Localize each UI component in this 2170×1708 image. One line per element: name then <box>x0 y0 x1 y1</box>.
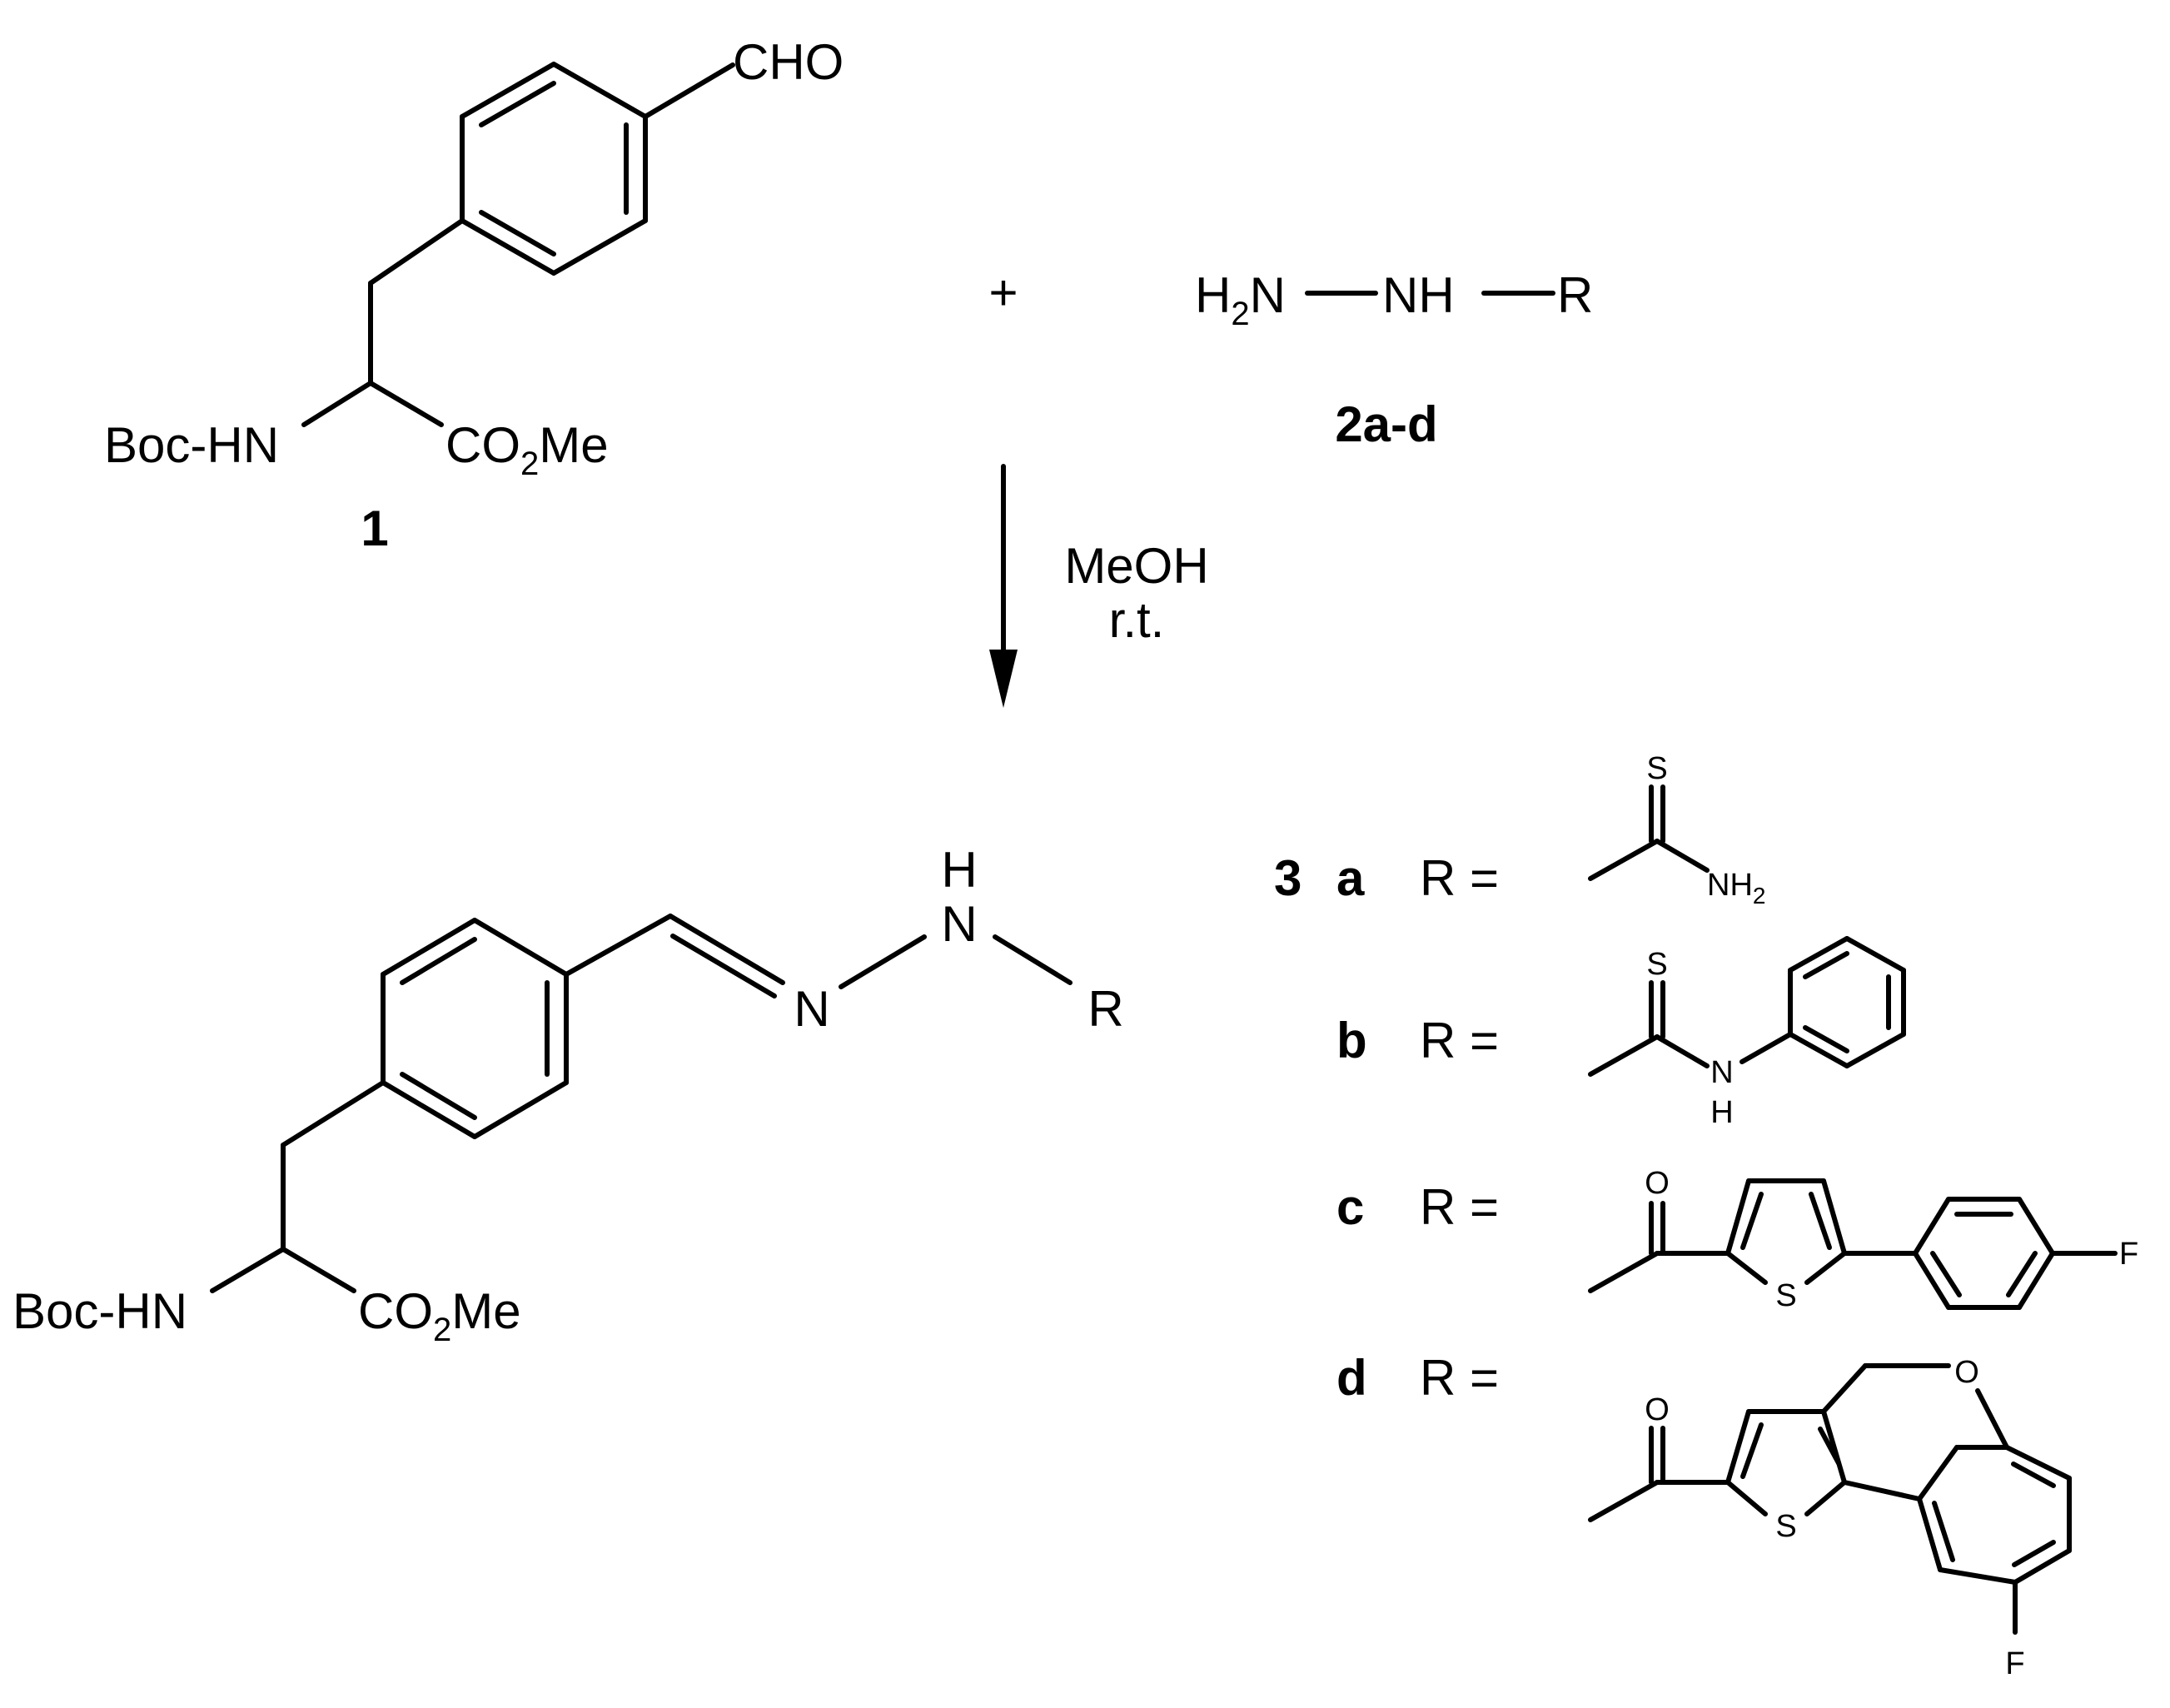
r-group-c-letter: c <box>1336 1179 1364 1235</box>
plus-sign: + <box>988 265 1018 321</box>
hydrazine-nh2-label: H2N <box>1195 267 1286 332</box>
r-c-thiophene-s: S <box>1775 1278 1796 1313</box>
r-b-thione-s: S <box>1646 947 1667 982</box>
ester-label: CO2Me <box>445 417 609 482</box>
r-group-d-structure: O S O <box>1588 1355 2072 1681</box>
hydrazone-h-label: H <box>941 842 977 898</box>
boc-amine-label: Boc-HN <box>104 417 279 473</box>
r-group-a-letter: a <box>1336 850 1365 906</box>
r-group-b-structure: S N H <box>1588 936 1906 1130</box>
solvent-label: MeOH <box>1064 538 1208 594</box>
r-c-fluorophenyl-ring <box>1913 1197 2055 1310</box>
product-structure: N H N R Boc-HN CO2Me <box>12 842 1124 1348</box>
compound-2-label: 2a-d <box>1335 396 1437 452</box>
hydrazone-nh-label: N <box>941 896 977 952</box>
r-group-a-structure: S NH2 <box>1588 751 1765 909</box>
r-b-h: H <box>1710 1095 1733 1130</box>
product-ester-label: CO2Me <box>358 1283 521 1348</box>
r-group-c-equals: R = <box>1420 1179 1499 1235</box>
reactant-2-structure: H2N NH R 2a-d <box>1195 267 1593 452</box>
r-d-carbonyl-o: O <box>1645 1392 1670 1427</box>
imine-n-label: N <box>794 981 829 1037</box>
r-d-fluorobenzene-ring <box>1917 1445 2072 1585</box>
aldehyde-label: CHO <box>733 34 844 90</box>
hydrazine-nh-label: NH <box>1382 267 1455 323</box>
r-group-key: 3 a R = S NH2 b R = S N H <box>1274 751 2138 1681</box>
reactant-1-benzene-ring <box>460 62 648 276</box>
r-group-d-equals: R = <box>1420 1350 1499 1406</box>
r-group-c-structure: O S <box>1588 1166 2138 1313</box>
reaction-arrow <box>989 464 1018 708</box>
r-d-thiophene-s: S <box>1775 1509 1796 1544</box>
r-d-ether-o: O <box>1954 1355 1979 1390</box>
reactant-1-structure: CHO Boc-HN CO2Me 1 <box>104 34 844 556</box>
r-a-thione-s: S <box>1646 751 1667 786</box>
r-b-phenyl-ring <box>1788 936 1906 1068</box>
r-group-d-letter: d <box>1336 1350 1367 1406</box>
r-d-thiophene-ring: S <box>1725 1409 1847 1544</box>
r-c-thiophene-ring: S <box>1725 1178 1847 1313</box>
hydrazine-r-label: R <box>1557 267 1593 323</box>
r-group-a-equals: R = <box>1420 850 1499 906</box>
compound-1-label: 1 <box>361 500 388 556</box>
product-boc-amine-label: Boc-HN <box>12 1283 187 1339</box>
r-a-nh2: NH2 <box>1707 868 1765 909</box>
temperature-label: r.t. <box>1109 592 1165 648</box>
r-c-fluoro: F <box>2119 1237 2138 1272</box>
r-group-b-letter: b <box>1336 1013 1367 1068</box>
r-b-n: N <box>1710 1055 1733 1090</box>
compound-3-label: 3 <box>1274 850 1302 906</box>
r-c-carbonyl-o: O <box>1645 1166 1670 1201</box>
product-benzene-ring <box>381 918 569 1139</box>
r-group-b-equals: R = <box>1420 1013 1499 1068</box>
product-r-label: R <box>1087 981 1123 1037</box>
r-d-fluoro: F <box>2005 1646 2024 1681</box>
